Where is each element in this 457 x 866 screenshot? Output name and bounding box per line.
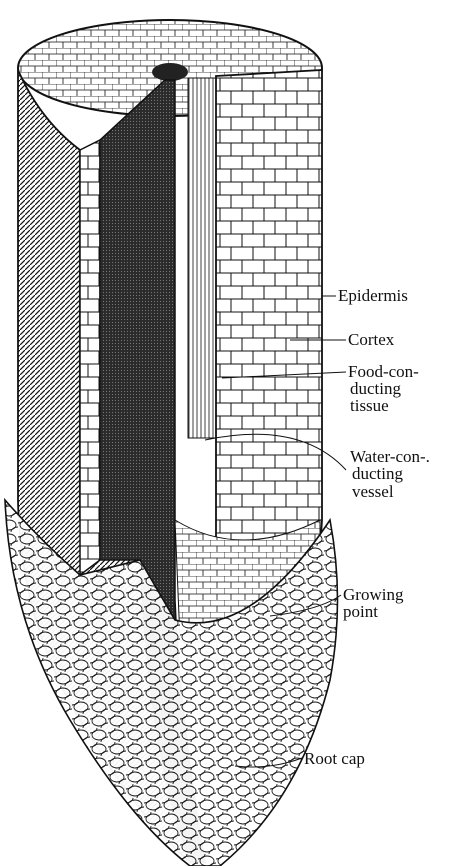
cortex-cut-left <box>80 140 100 575</box>
label-water-conducting-2: ducting <box>352 465 403 483</box>
food-conducting-strip <box>188 78 216 438</box>
label-epidermis: Epidermis <box>338 287 408 305</box>
stele-center <box>152 63 188 81</box>
label-root-cap: Root cap <box>304 750 365 768</box>
label-water-conducting-3: vessel <box>352 483 394 501</box>
label-food-conducting-3: tissue <box>350 397 389 415</box>
label-growing-point-2: point <box>343 603 378 621</box>
label-cortex: Cortex <box>348 331 394 349</box>
